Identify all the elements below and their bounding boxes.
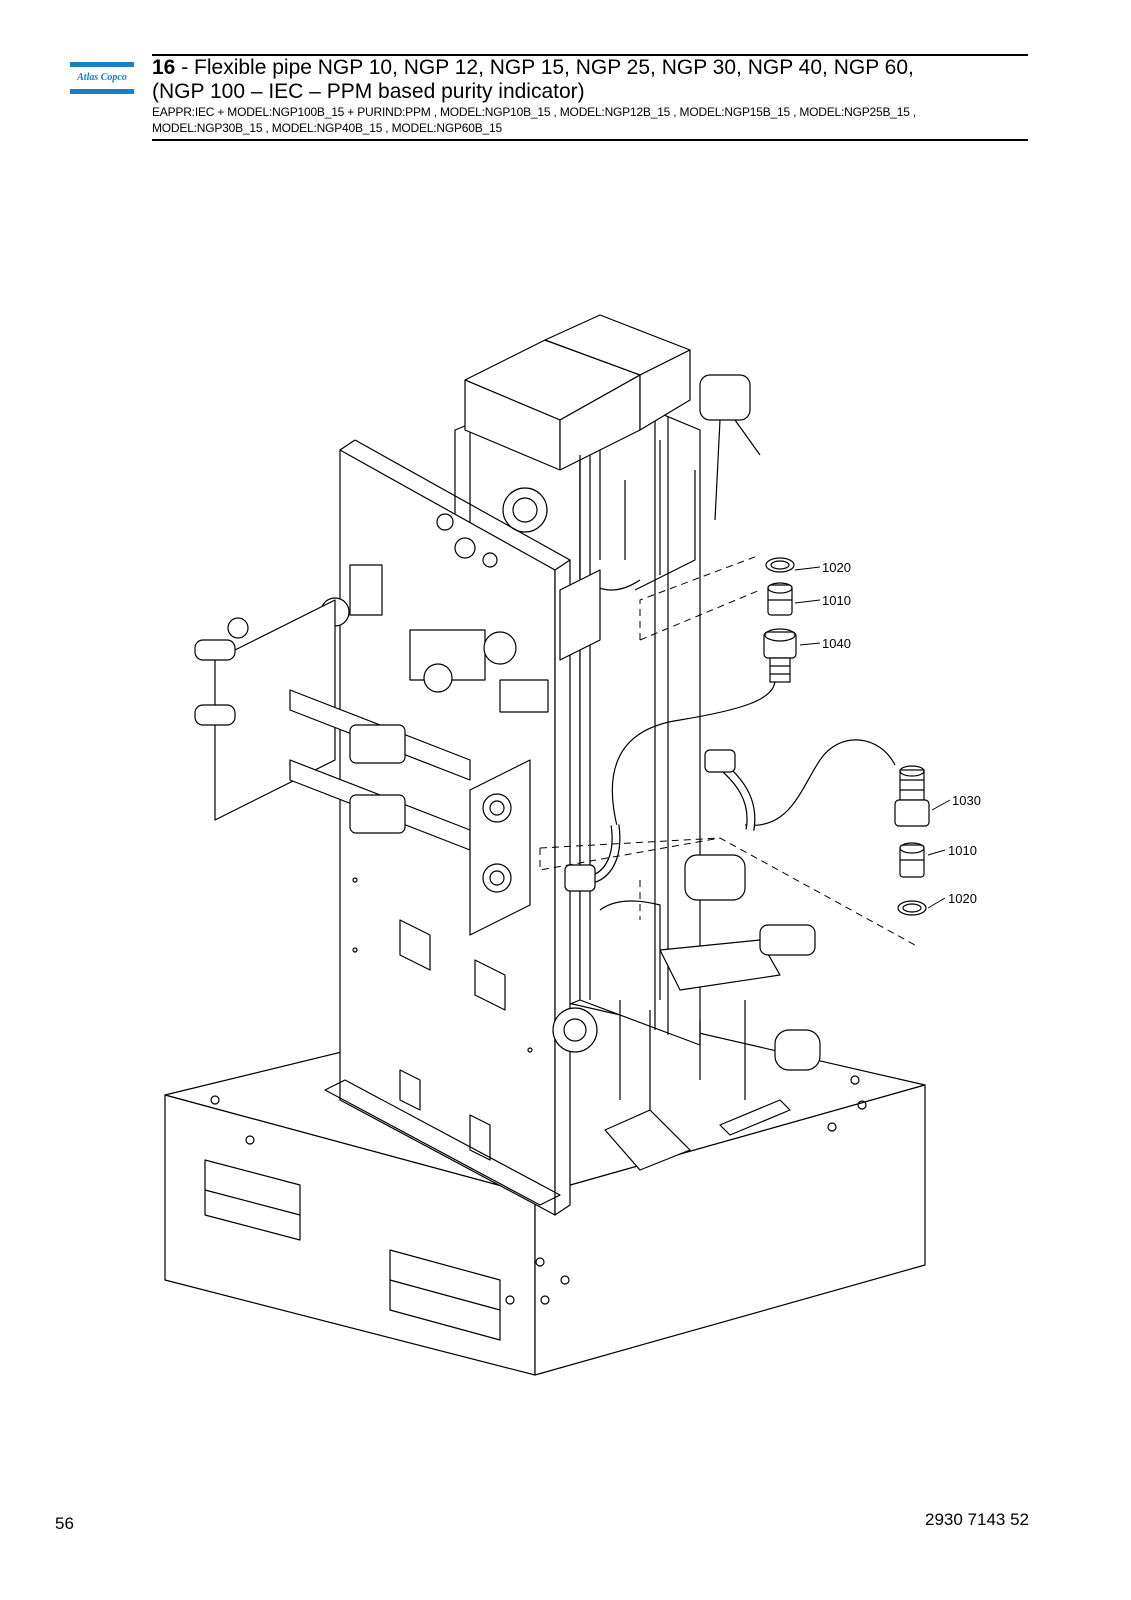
logo-text: Atlas Copco [77,72,127,83]
dashed-leader-lines [539,554,916,946]
callout-1020-top: 1020 [822,560,851,575]
callout-1020-bottom: 1020 [948,891,977,906]
callout-1040: 1040 [822,636,851,651]
header-rule-bottom [152,139,1028,141]
callout-leaders [794,566,951,909]
part-1010-top-nipple [767,582,793,616]
subtitle-line-2: MODEL:NGP30B_15 , MODEL:NGP40B_15 , MODE… [152,121,502,135]
page-number: 56 [55,1514,74,1533]
callout-1030: 1030 [952,793,981,808]
part-1020-top-ring [765,557,795,573]
callout-labels: 1020 1010 1040 1030 1010 1020 [822,560,981,906]
part-1030-hose-end [894,765,930,827]
header-rule-top [152,54,1028,56]
callout-1010-top: 1010 [822,593,851,608]
title-line-1: 16 - Flexible pipe NGP 10, NGP 12, NGP 1… [152,56,1028,80]
elbow-fitting-lower [564,824,621,892]
machine-frame-drawing [164,314,926,1376]
part-1040-hose-fitting [763,628,797,683]
part-1010-bottom-nipple [899,842,925,878]
logo-bar-bottom [70,89,134,94]
callout-1010-bottom: 1010 [948,843,977,858]
title-text-1: - Flexible pipe NGP 10, NGP 12, NGP 15, … [175,56,914,79]
part-1020-bottom-ring [897,900,927,916]
flexible-pipe-assembly [564,557,930,916]
atlas-copco-logo: Atlas Copco [70,62,134,94]
document-number: 2930 7143 52 [925,1510,1029,1529]
model-applicability: EAPPR:IEC + MODEL:NGP100B_15 + PURIND:PP… [152,104,1028,136]
elbow-fitting-upper [704,749,756,831]
subtitle-line-1: EAPPR:IEC + MODEL:NGP100B_15 + PURIND:PP… [152,105,916,119]
title-line-2: (NGP 100 – IEC – PPM based purity indica… [152,80,585,103]
base-bolts [210,1075,867,1305]
logo-bar-top [70,62,134,67]
section-number: 16 [152,56,176,79]
page-title: 16 - Flexible pipe NGP 10, NGP 12, NGP 1… [152,56,1028,104]
